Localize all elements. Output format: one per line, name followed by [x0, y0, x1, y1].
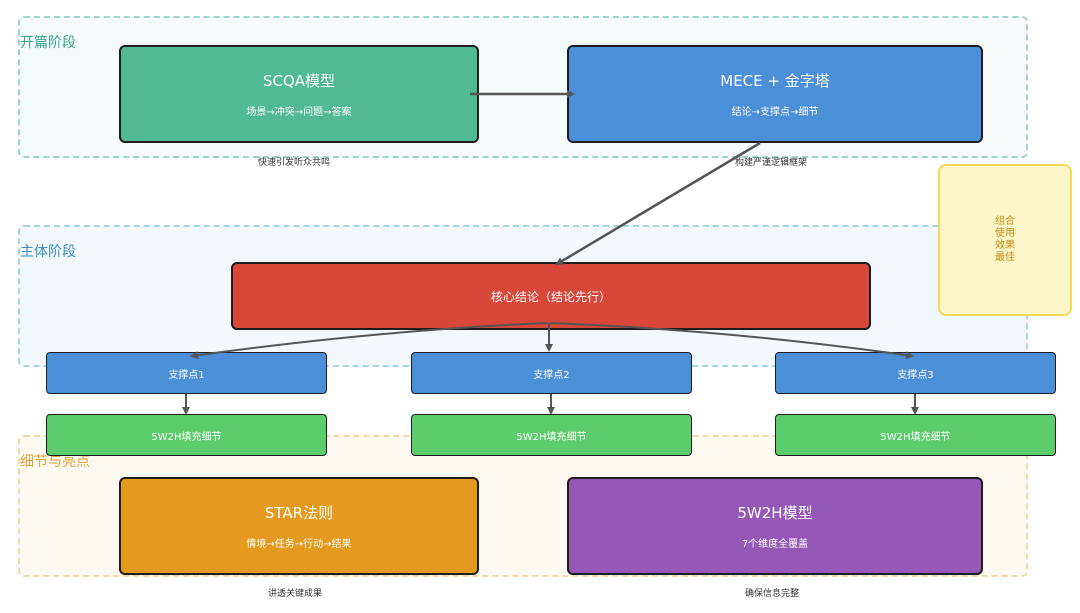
scqa-box: SCQA模型 场景→冲突→问题→答案: [119, 45, 479, 143]
support-point-2-label: 支撑点2: [533, 369, 570, 381]
fill-detail-3-box: 5W2H填充细节: [775, 414, 1056, 456]
support-point-3-label: 支撑点3: [897, 369, 934, 381]
fill-detail-3-label: 5W2H填充细节: [880, 431, 951, 443]
mece-subtitle: 结论→支撑点→细节: [731, 107, 819, 118]
star-subtitle: 情境→任务→行动→结果: [246, 539, 352, 550]
mece-title: MECE + 金字塔: [720, 72, 830, 90]
support-point-1-box: 支撑点1: [46, 352, 327, 394]
core-conclusion-box: 核心结论（结论先行）: [231, 262, 871, 330]
support-point-3-box: 支撑点3: [775, 352, 1056, 394]
star-box: STAR法则 情境→任务→行动→结果: [119, 477, 479, 575]
w2h-caption: 确保信息完整: [745, 589, 800, 599]
mece-box: MECE + 金字塔 结论→支撑点→细节: [567, 45, 983, 143]
w2h-subtitle: 7个维度全覆盖: [741, 539, 809, 550]
scqa-title: SCQA模型: [262, 72, 336, 90]
stage-opening-label: 开篇阶段: [20, 35, 76, 51]
star-title: STAR法则: [264, 504, 334, 522]
support-point-1-label: 支撑点1: [168, 369, 205, 381]
fill-detail-1-label: 5W2H填充细节: [151, 431, 222, 443]
mece-caption: 构建严谨逻辑框架: [735, 158, 808, 168]
core-conclusion-title: 核心结论（结论先行）: [490, 289, 611, 304]
fill-detail-1-box: 5W2H填充细节: [46, 414, 327, 456]
scqa-caption: 快速引发听众共鸣: [258, 158, 331, 168]
w2h-title: 5W2H模型: [737, 504, 813, 522]
stage-main-label: 主体阶段: [20, 244, 76, 260]
support-point-2-box: 支撑点2: [411, 352, 692, 394]
combination-note-text: 组合使用效果最佳: [995, 216, 1015, 263]
fill-detail-2-label: 5W2H填充细节: [516, 431, 587, 443]
w2h-box: 5W2H模型 7个维度全覆盖: [567, 477, 983, 575]
fill-detail-2-box: 5W2H填充细节: [411, 414, 692, 456]
combination-note: 组合使用效果最佳: [938, 164, 1072, 316]
scqa-subtitle: 场景→冲突→问题→答案: [246, 107, 352, 118]
star-caption: 讲透关键成果: [268, 589, 323, 599]
stage-detail-label: 细节与亮点: [20, 454, 90, 470]
